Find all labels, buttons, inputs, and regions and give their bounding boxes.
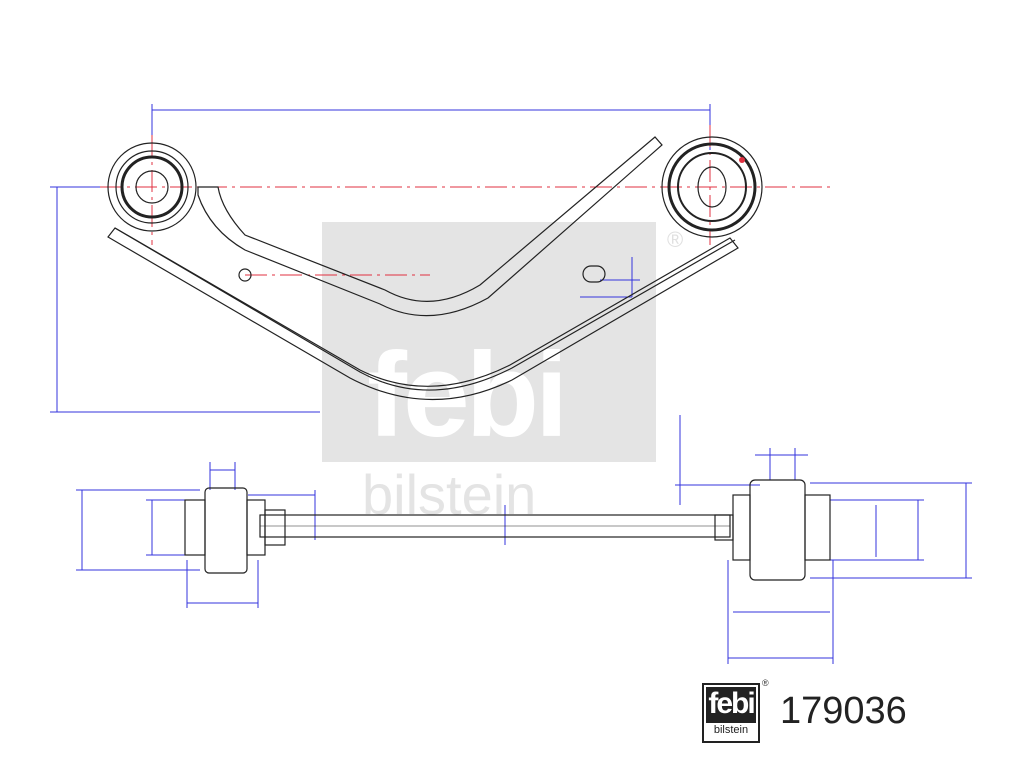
right-bushing-side	[749, 479, 806, 581]
right-bushing-outer	[661, 136, 763, 238]
left-bushing-outer	[107, 142, 197, 232]
mounting-hole	[238, 268, 252, 282]
febi-logo: febi bilstein	[702, 683, 760, 743]
top-view-arm	[107, 136, 763, 401]
side-view-arm	[184, 479, 831, 581]
slot-hole	[582, 265, 606, 283]
logo-brand: febi	[706, 687, 756, 723]
part-number: 179036	[780, 690, 907, 732]
left-bushing-side	[204, 487, 248, 574]
arm-outer-flange	[107, 227, 739, 401]
arm-inner-flange	[197, 136, 663, 317]
logo-registered: ®	[762, 678, 769, 688]
logo-sub: bilstein	[713, 724, 749, 736]
